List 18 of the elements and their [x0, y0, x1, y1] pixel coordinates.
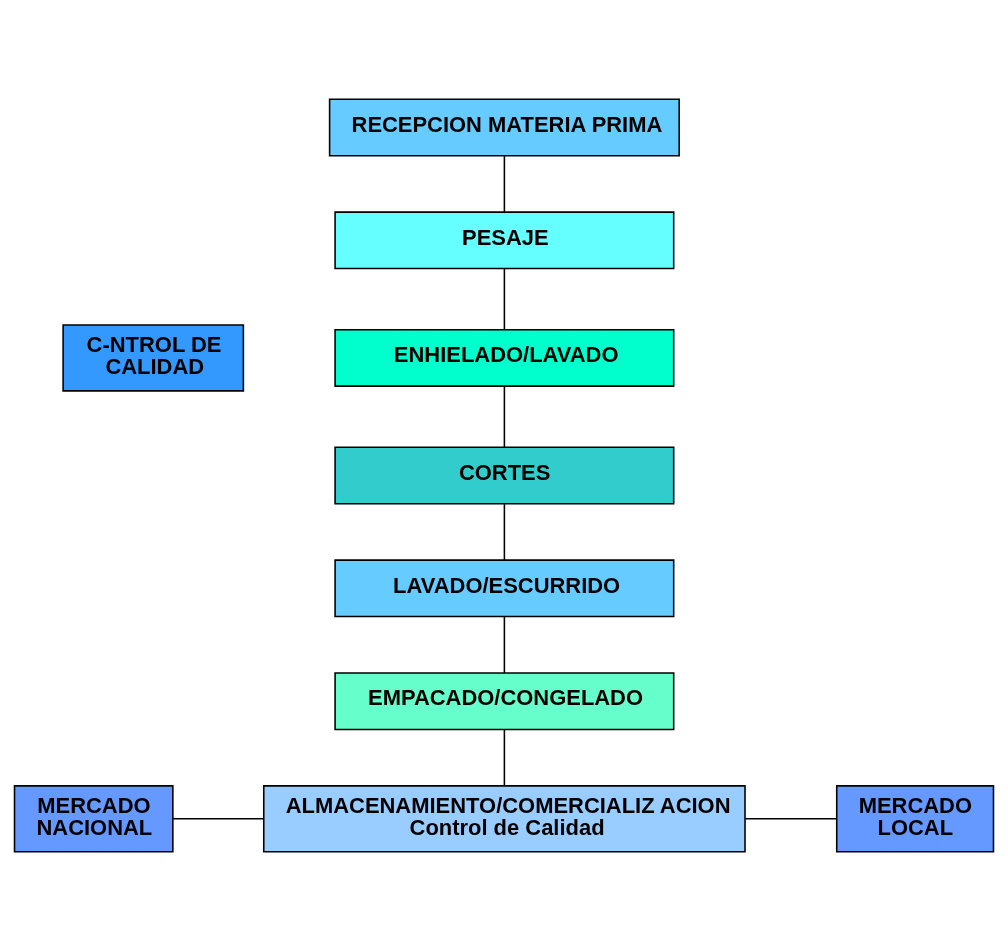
node-box: CORTES: [334, 446, 675, 505]
connector: [503, 616, 506, 674]
node-box: MERCADO NACIONAL: [13, 785, 174, 853]
connector: [503, 385, 506, 448]
node-box: ALMACENAMIENTO/COMERCIALIZ ACION Control de Calidad: [262, 785, 746, 853]
node-box: C-NTROL DE CALIDAD: [62, 324, 245, 392]
node-box: PESAJE: [334, 211, 675, 270]
connector: [503, 268, 506, 331]
connector: [172, 818, 265, 820]
node-box: ENHIELADO/LAVADO: [334, 328, 675, 387]
node-box: LAVADO/ESCURRIDO: [334, 559, 675, 618]
node-box: RECEPCION MATERIA PRIMA: [328, 98, 680, 157]
connector: [503, 503, 506, 561]
connector: [503, 729, 506, 787]
node-box: EMPACADO/CONGELADO: [334, 672, 675, 731]
node-box: MERCADO LOCAL: [835, 785, 995, 853]
connector: [744, 818, 838, 820]
connector: [503, 155, 506, 213]
